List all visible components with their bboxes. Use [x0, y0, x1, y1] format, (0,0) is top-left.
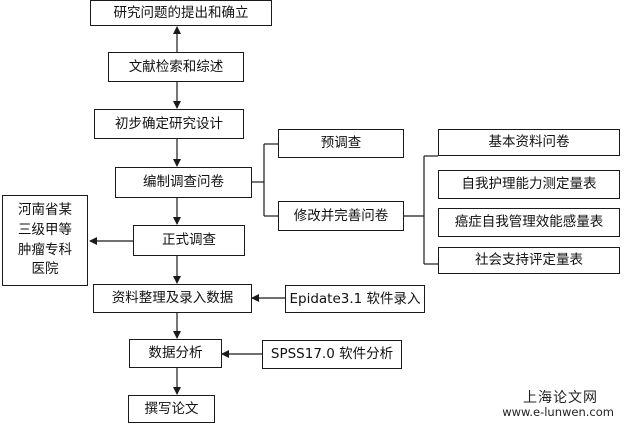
component-self-efficacy-scale: 癌症自我管理效能感量表 — [438, 208, 620, 237]
step-questionnaire-design: 编制调查问卷 — [115, 167, 252, 198]
watermark-site-name: 上海论文网 — [523, 390, 598, 406]
branch-revise-questionnaire: 修改并完善问卷 — [278, 201, 404, 231]
component-social-support-scale: 社会支持评定量表 — [438, 247, 620, 274]
step-preliminary-design: 初步确定研究设计 — [94, 109, 244, 139]
component-basic-info: 基本资料问卷 — [438, 129, 620, 156]
step-data-entry: 资料整理及录入数据 — [93, 284, 252, 313]
step-literature-review: 文献检索和综述 — [108, 52, 244, 82]
tool-epidata: Epidate3.1 软件录入 — [285, 285, 425, 313]
watermark-url: www.e-lunwen.com — [502, 405, 614, 419]
survey-site-line-1: 河南省某 — [18, 202, 72, 219]
step-thesis-writing: 撰写论文 — [128, 395, 215, 423]
step-data-analysis: 数据分析 — [129, 339, 222, 368]
component-self-care-scale: 自我护理能力测定量表 — [438, 170, 620, 199]
step-formal-survey: 正式调查 — [133, 225, 245, 256]
survey-site-line-4: 医院 — [31, 261, 59, 278]
step-research-problem: 研究问题的提出和确立 — [90, 0, 272, 26]
survey-site-line-2: 三级甲等 — [18, 221, 72, 238]
tool-spss: SPSS17.0 软件分析 — [262, 340, 402, 369]
survey-site-line-3: 肿瘤专科 — [18, 241, 72, 258]
survey-site-box: 河南省某 三级甲等 肿瘤专科 医院 — [2, 195, 88, 286]
branch-pre-survey: 预调查 — [278, 129, 404, 158]
